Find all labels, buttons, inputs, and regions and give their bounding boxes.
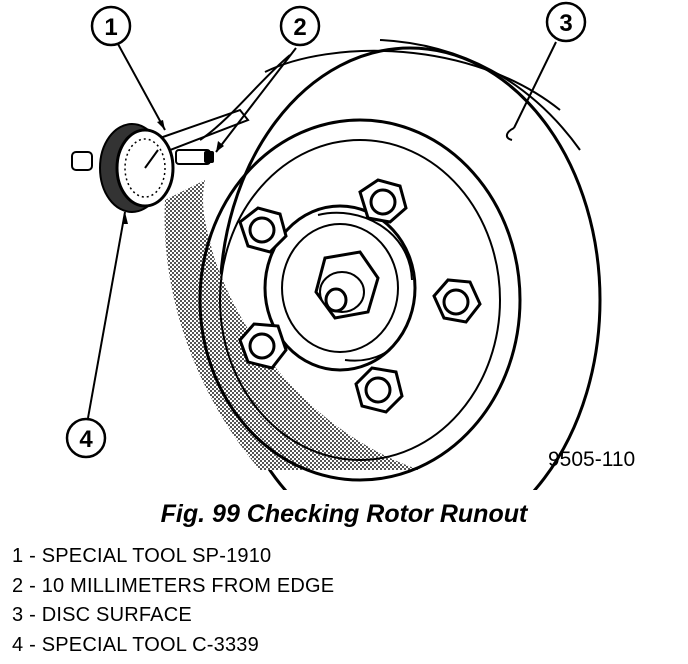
legend-item: 4 - SPECIAL TOOL C-3339 (12, 633, 259, 656)
legend-list: 1 - SPECIAL TOOL SP-1910 2 - 10 MILLIMET… (12, 542, 334, 660)
callout-4: 4 (65, 211, 128, 459)
lug-nut-icon (238, 178, 482, 414)
figure-caption: Fig. 99 Checking Rotor Runout (160, 500, 528, 528)
lug-nut-right (432, 278, 482, 324)
callout-3: 3 (506, 1, 587, 141)
legend-item: 2 - 10 MILLIMETERS FROM EDGE (12, 574, 335, 597)
lug-nut-bottom-left (238, 322, 288, 370)
svg-text:3: 3 (559, 10, 572, 37)
figure-code: 9505-110 (548, 448, 636, 471)
lug-nut-top-left (238, 206, 288, 254)
legend-item: 3 - DISC SURFACE (12, 604, 192, 626)
dial-indicator-icon (71, 108, 250, 213)
rotor-icon (164, 39, 602, 490)
svg-text:1: 1 (104, 14, 117, 41)
hub-nut-icon (314, 250, 380, 320)
lug-nut-bottom (354, 366, 404, 414)
svg-text:2: 2 (293, 14, 306, 41)
lug-nut-top (358, 178, 408, 224)
svg-text:4: 4 (79, 426, 93, 453)
legend-item: 1 - SPECIAL TOOL SP-1910 (12, 545, 272, 567)
callout-1: 1 (90, 5, 166, 131)
rotor-runout-diagram: 1 2 3 4 (65, 1, 602, 490)
callout-2: 2 (199, 5, 321, 153)
